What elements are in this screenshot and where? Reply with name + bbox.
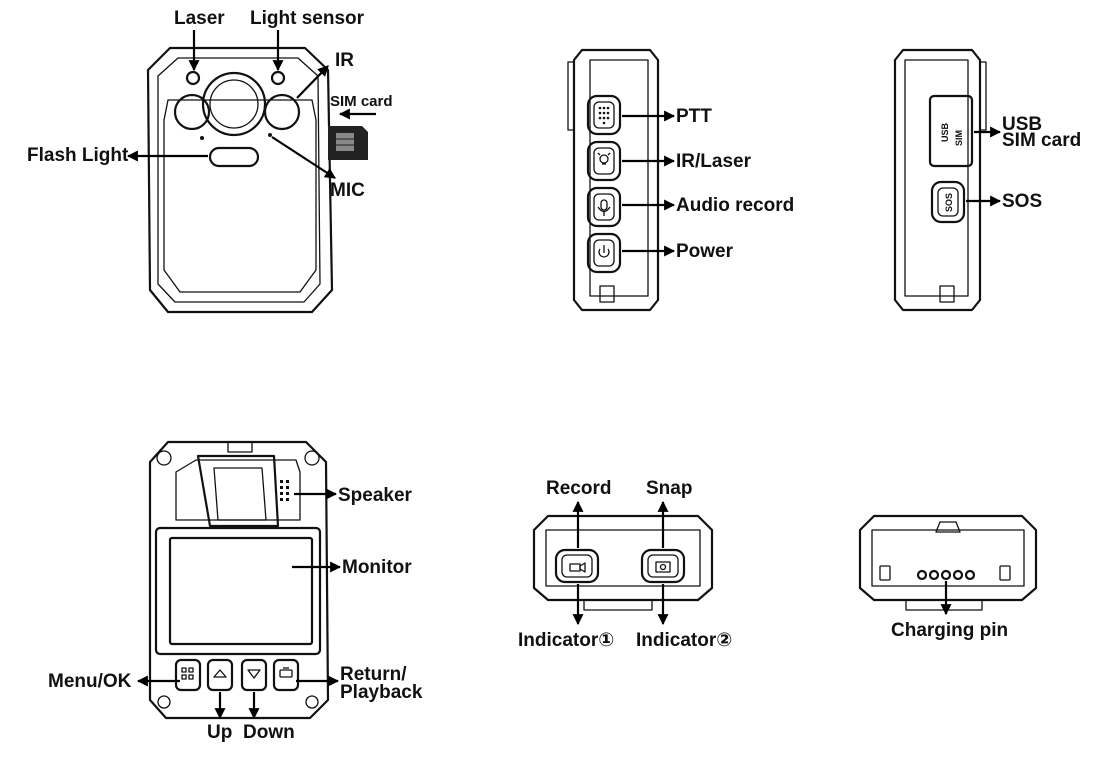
power-button[interactable] bbox=[586, 232, 622, 274]
return-playback-button[interactable] bbox=[272, 658, 300, 692]
left-side-view bbox=[567, 48, 660, 312]
back-view bbox=[148, 440, 330, 720]
label-ir: IR bbox=[335, 50, 354, 71]
label-record: Record bbox=[546, 478, 611, 499]
ir-left-icon bbox=[173, 93, 211, 131]
playback-icon bbox=[279, 667, 293, 678]
charging-pins-icon bbox=[916, 569, 976, 581]
snap-button[interactable] bbox=[640, 548, 686, 584]
flash-light-icon bbox=[208, 146, 260, 168]
power-icon bbox=[598, 245, 610, 258]
ptt-button[interactable] bbox=[586, 94, 622, 136]
audio-record-button[interactable] bbox=[586, 186, 622, 228]
sos-button-text: SOS bbox=[944, 193, 954, 212]
grid-icon bbox=[181, 667, 194, 680]
label-monitor: Monitor bbox=[342, 557, 412, 578]
label-ptt: PTT bbox=[676, 106, 712, 127]
label-down: Down bbox=[243, 722, 295, 743]
label-flash-light: Flash Light bbox=[27, 145, 129, 166]
menu-ok-button[interactable] bbox=[174, 658, 202, 692]
label-usb: USB bbox=[1002, 114, 1042, 135]
bottom-view bbox=[858, 514, 1038, 611]
camera-lens-icon bbox=[201, 71, 267, 137]
video-camera-icon bbox=[569, 562, 586, 573]
label-return: Return/ bbox=[340, 664, 407, 685]
label-sos: SOS bbox=[1002, 191, 1042, 212]
label-playback: Playback bbox=[340, 682, 423, 703]
speaker-holes-icon bbox=[280, 480, 289, 501]
usb-sim-cover[interactable] bbox=[928, 94, 974, 168]
label-snap: Snap bbox=[646, 478, 692, 499]
label-ir-laser: IR/Laser bbox=[676, 151, 752, 172]
label-mic: MIC bbox=[330, 180, 365, 201]
label-up: Up bbox=[207, 722, 232, 743]
down-button[interactable] bbox=[240, 658, 268, 692]
label-power: Power bbox=[676, 241, 734, 262]
light-bulb-icon bbox=[597, 152, 611, 165]
belt-clip bbox=[196, 454, 280, 528]
label-indicator-2: Indicator② bbox=[636, 630, 732, 651]
label-indicator-1: Indicator① bbox=[518, 630, 614, 651]
record-button[interactable] bbox=[554, 548, 600, 584]
label-laser: Laser bbox=[174, 8, 225, 29]
laser-dot-icon bbox=[185, 70, 201, 86]
top-view bbox=[532, 514, 714, 611]
label-sim-card-side: SIM card bbox=[1002, 130, 1081, 151]
microphone-icon bbox=[597, 199, 611, 216]
sos-button[interactable]: SOS bbox=[930, 180, 966, 224]
label-menu-ok: Menu/OK bbox=[48, 671, 132, 692]
monitor-screen bbox=[168, 536, 314, 646]
label-sim-card-front: SIM card bbox=[330, 93, 393, 110]
up-button[interactable] bbox=[206, 658, 234, 692]
ir-right-icon bbox=[263, 93, 301, 131]
label-charging-pin: Charging pin bbox=[891, 620, 1008, 641]
camera-icon bbox=[655, 561, 671, 573]
usb-port-text: USB bbox=[940, 122, 950, 142]
sim-card-icon bbox=[328, 126, 368, 160]
label-light-sensor: Light sensor bbox=[250, 8, 365, 29]
light-sensor-dot-icon bbox=[270, 70, 286, 86]
speaker-grille-icon bbox=[598, 106, 610, 125]
triangle-down-icon bbox=[247, 669, 261, 679]
label-audio-record: Audio record bbox=[676, 195, 794, 216]
label-speaker: Speaker bbox=[338, 485, 413, 506]
front-view bbox=[146, 46, 368, 314]
sim-slot-text: SIM bbox=[954, 130, 964, 146]
right-side-view: USB SIM SOS bbox=[893, 48, 987, 312]
triangle-up-icon bbox=[213, 669, 227, 678]
ir-laser-button[interactable] bbox=[586, 140, 622, 182]
